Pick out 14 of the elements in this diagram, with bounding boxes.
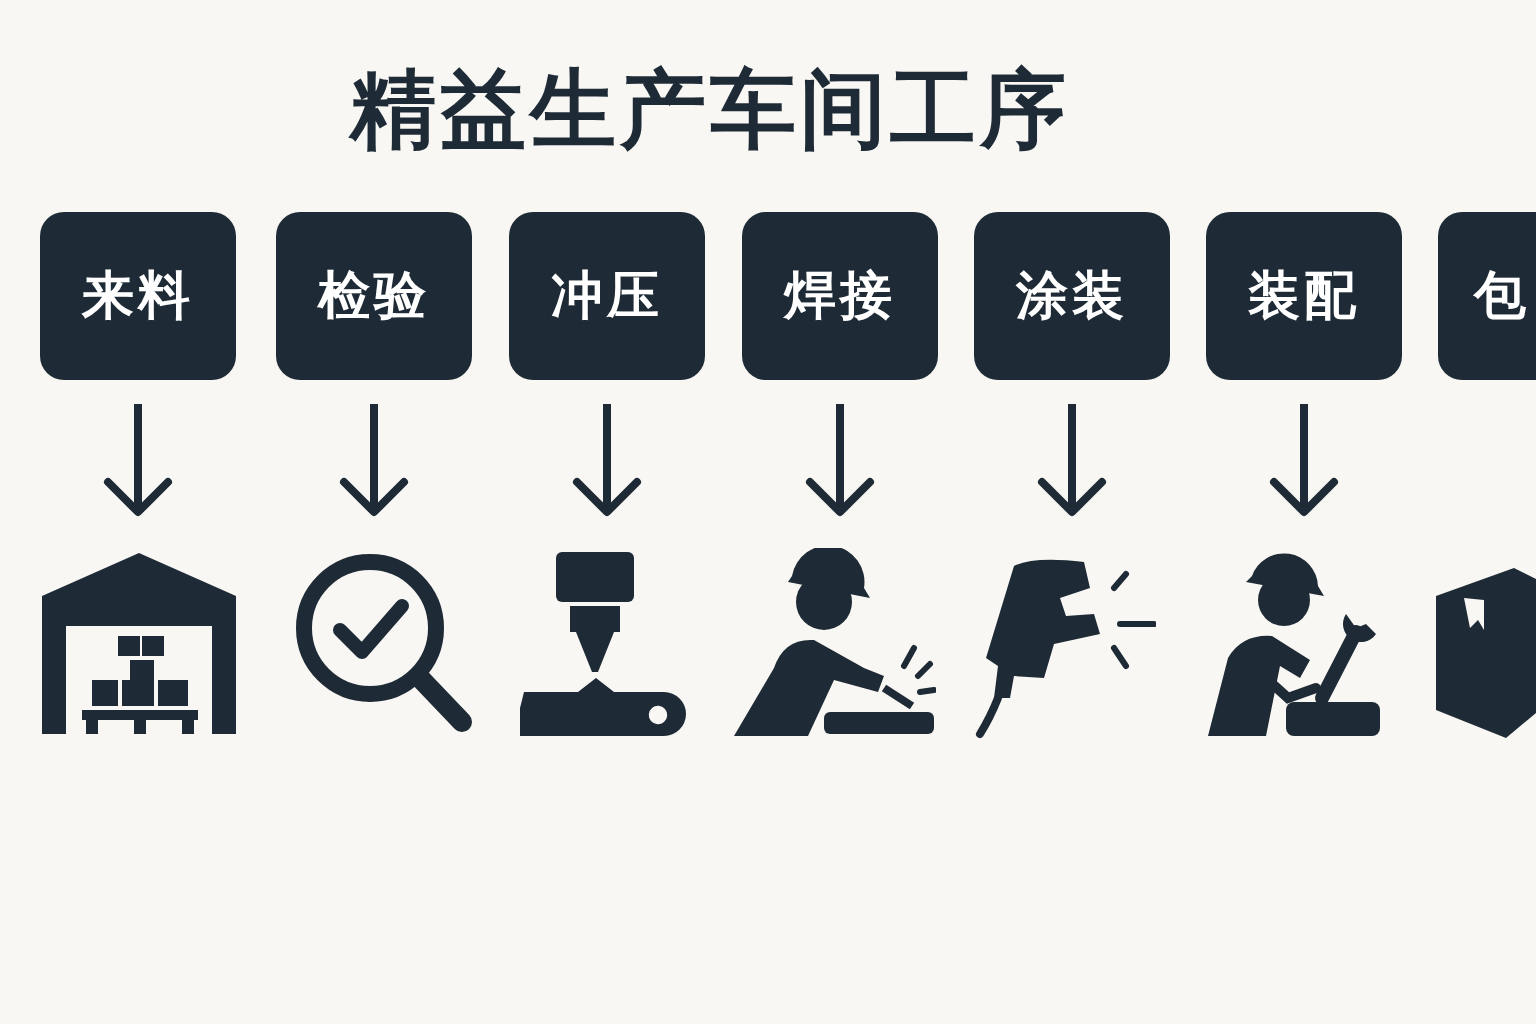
process-box bbox=[1206, 212, 1402, 380]
process-box bbox=[276, 212, 472, 380]
title: 精益生产车间工序 bbox=[350, 58, 1070, 161]
step-label: 检验 bbox=[318, 264, 430, 327]
step-label: 焊接 bbox=[784, 264, 896, 327]
process-box bbox=[742, 212, 938, 380]
step-label: 冲压 bbox=[551, 264, 663, 327]
process-box bbox=[40, 212, 236, 380]
process-box bbox=[974, 212, 1170, 380]
step-label: 包 bbox=[1474, 264, 1530, 327]
step-label: 涂装 bbox=[1016, 264, 1128, 327]
step-label: 来料 bbox=[82, 264, 194, 327]
step-label: 装配 bbox=[1248, 264, 1360, 327]
process-box bbox=[509, 212, 705, 380]
